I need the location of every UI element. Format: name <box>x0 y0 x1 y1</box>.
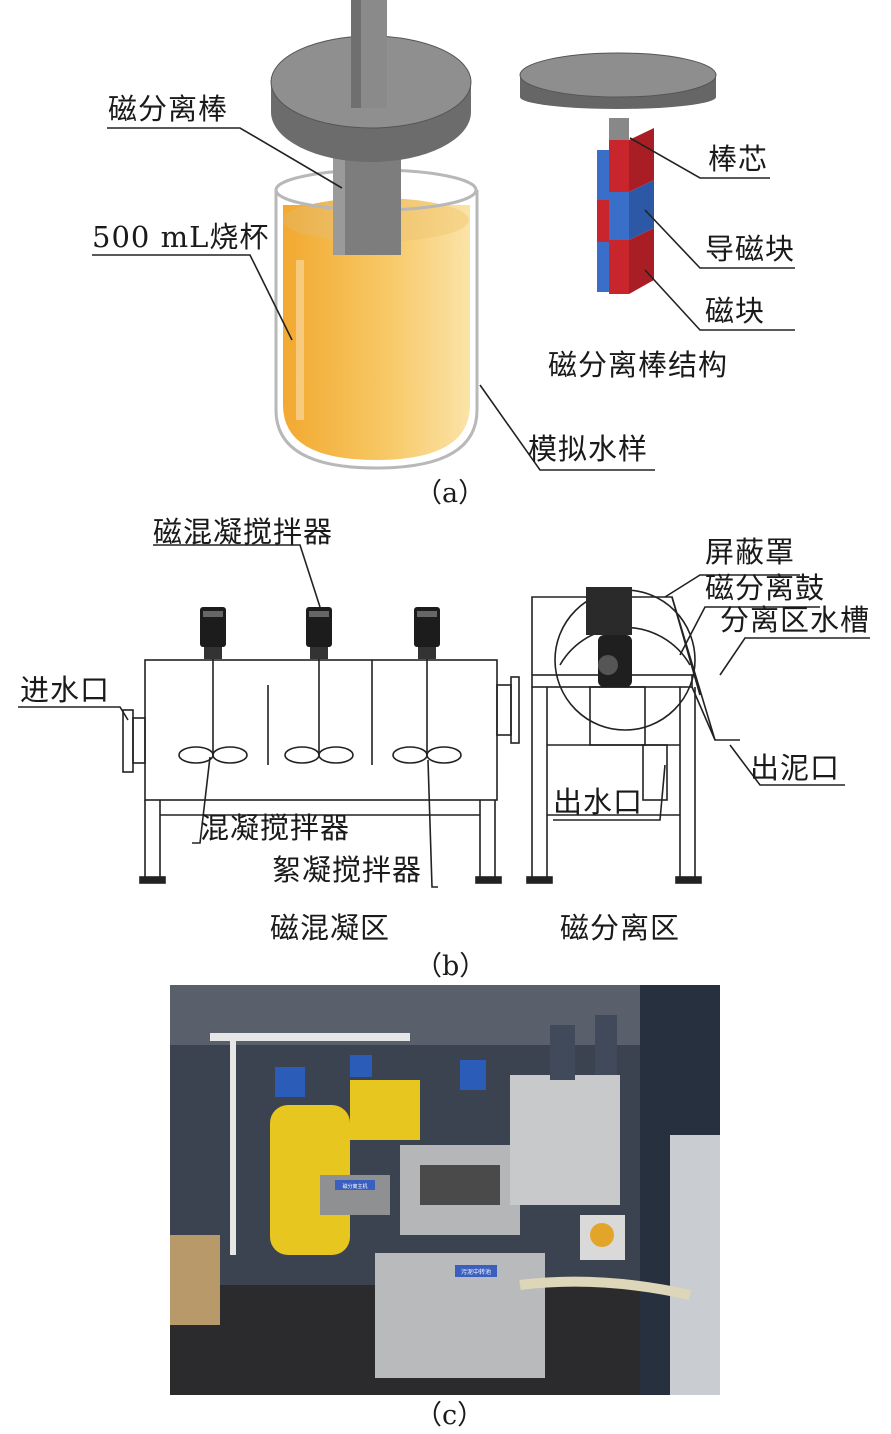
rod-structure <box>519 52 717 294</box>
caption-b: （b） <box>415 951 487 982</box>
label-zone-separation: 磁分离区 <box>560 911 681 945</box>
outlet-pipe <box>642 744 668 801</box>
label-shield: 屏蔽罩 <box>705 535 796 569</box>
label-zone-mixing: 磁混凝区 <box>270 911 391 945</box>
label-separation-drum: 磁分离鼓 <box>705 571 826 605</box>
drum-motor <box>586 587 632 687</box>
label-water-sample: 模拟水样 <box>528 432 649 466</box>
beaker-glass <box>274 190 479 470</box>
stirrers <box>178 607 462 764</box>
label-water-inlet: 进水口 <box>20 673 111 707</box>
label-water-outlet: 出水口 <box>553 785 644 819</box>
magnetic-rod <box>270 0 472 255</box>
magnet-stack <box>597 128 654 294</box>
panel-a: 磁分离棒 500 mL烧杯 棒芯 导磁块 磁块 磁分离棒结构 模拟水样 （a） <box>0 0 891 515</box>
label-beaker: 500 mL烧杯 <box>92 220 270 254</box>
label-separation-trough: 分离区水槽 <box>720 603 871 637</box>
label-magnetic-rod: 磁分离棒 <box>108 92 229 126</box>
tank-sign: 污泥中转池 <box>461 1268 491 1276</box>
tank-body <box>144 659 498 801</box>
label-flocculation-mixer: 絮凝搅拌器 <box>272 853 423 887</box>
label-magnetic-mixer: 磁混凝搅拌器 <box>153 515 334 549</box>
label-sludge-outlet: 出泥口 <box>750 751 841 785</box>
label-coagulation-mixer: 混凝搅拌器 <box>200 811 351 845</box>
caption-c: （c） <box>415 1400 485 1431</box>
caption-a: （a） <box>415 478 486 509</box>
panel-b-leaders <box>18 544 870 888</box>
stirrer-1 <box>178 607 248 764</box>
label-guide-block: 导磁块 <box>705 232 796 266</box>
stirrer-3 <box>392 607 462 764</box>
equipment-photo: 磁分离主机 污泥中转池 <box>170 985 720 1395</box>
machine-sign: 磁分离主机 <box>342 1183 367 1190</box>
structure-disc-top <box>519 52 717 98</box>
panel-b-drawing <box>18 544 870 888</box>
panel-b: 磁混凝搅拌器 屏蔽罩 磁分离鼓 分离区水槽 进水口 出泥口 出水口 混凝搅拌器 … <box>0 515 891 985</box>
panel-c: 磁分离主机 污泥中转池 （c） <box>0 985 891 1434</box>
magnetic-separator <box>526 589 740 884</box>
water-sample <box>283 205 470 460</box>
label-rod-core: 棒芯 <box>708 142 769 176</box>
stirrer-2 <box>284 607 354 764</box>
coagulation-tank <box>122 659 520 884</box>
panel-a-leaders <box>92 127 795 471</box>
label-rod-structure: 磁分离棒结构 <box>548 348 729 382</box>
label-magnet-block: 磁块 <box>705 294 766 328</box>
panel-a-drawing <box>92 0 795 471</box>
